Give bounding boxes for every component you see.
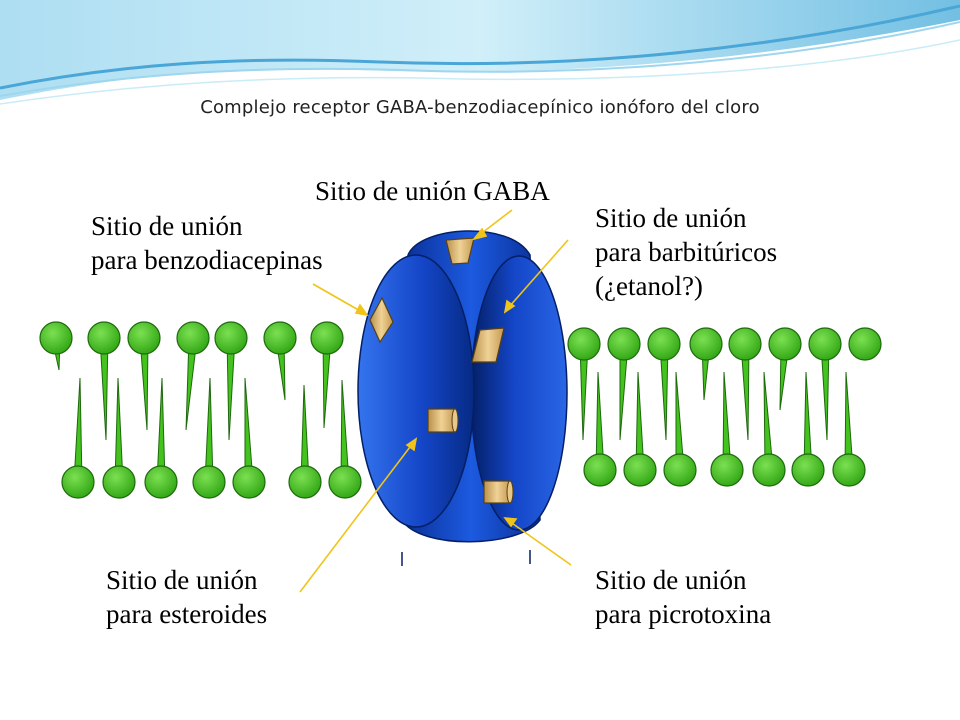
lipid-upper-right-7: [848, 327, 882, 361]
benzodiazepine-site: [369, 296, 394, 344]
lipid-lower-left-1: [102, 377, 136, 499]
lipid-head: [144, 465, 178, 499]
lipid-lower-right-0: [583, 371, 617, 487]
gaba-site: [445, 237, 475, 265]
lipid-head: [263, 321, 297, 355]
picrotoxin-site: [483, 480, 514, 504]
label-gaba-site: Sitio de unión GABA: [315, 174, 550, 208]
lipid-upper-left-4: [214, 321, 248, 441]
lipid-upper-left-1: [87, 321, 121, 441]
lipid-upper-left-6: [310, 321, 344, 429]
lipid-head: [848, 327, 882, 361]
lipid-upper-left-2: [127, 321, 161, 431]
binding-sites: [369, 237, 514, 504]
lipid-head: [127, 321, 161, 355]
lipid-lower-right-1: [623, 371, 657, 487]
lipid-head: [710, 453, 744, 487]
label-barb-line2: para barbitúricos: [595, 237, 778, 267]
lipid-upper-left-3: [176, 321, 210, 431]
benzodiazepine-pointer: [312, 283, 369, 317]
label-benzo-line1: Sitio de unión: [91, 211, 243, 241]
label-picrotoxin-site: Sitio de unión para picrotoxina: [595, 563, 771, 631]
header-wave: [0, 0, 960, 105]
lipid-upper-left-0: [39, 321, 73, 371]
lipid-lower-left-6: [328, 379, 362, 499]
lipid-head: [607, 327, 641, 361]
lipid-head: [87, 321, 121, 355]
lipid-upper-left-5: [263, 321, 297, 401]
lipid-lower-left-0: [61, 377, 95, 499]
lipid-lower-right-6: [832, 371, 866, 487]
lipid-head: [288, 465, 322, 499]
lipid-head: [647, 327, 681, 361]
label-barbiturate-site: Sitio de unión para barbitúricos (¿etano…: [595, 201, 777, 303]
lipid-head: [623, 453, 657, 487]
lipid-lower-left-4: [232, 377, 266, 499]
lipid-head: [310, 321, 344, 355]
lipid-lower-left-2: [144, 377, 178, 499]
lipid-head: [214, 321, 248, 355]
label-gaba-text: Sitio de unión GABA: [315, 176, 550, 206]
lipid-lower-left-5: [288, 384, 322, 499]
pointer-lines: [299, 209, 572, 593]
lipid-head: [192, 465, 226, 499]
picrotoxin-pointer: [503, 517, 572, 566]
lipid-head: [176, 321, 210, 355]
steroid-pointer: [299, 437, 418, 593]
lipid-head: [728, 327, 762, 361]
lipid-upper-right-1: [607, 327, 641, 441]
lipid-lower-right-3: [710, 371, 744, 487]
label-picro-line2: para picrotoxina: [595, 599, 772, 629]
lipid-bilayer: [39, 321, 882, 499]
label-steroid-site: Sitio de unión para esteroides: [106, 563, 267, 631]
lipid-head: [328, 465, 362, 499]
lipid-head: [39, 321, 73, 355]
lipid-head: [663, 453, 697, 487]
lipid-head: [567, 327, 601, 361]
lipid-lower-right-4: [752, 371, 786, 487]
lipid-upper-right-5: [768, 327, 802, 411]
lipid-head: [768, 327, 802, 361]
channel-left-subunit: [357, 254, 475, 528]
lipid-upper-right-3: [689, 327, 723, 401]
lipid-upper-right-2: [647, 327, 681, 441]
lipid-head: [583, 453, 617, 487]
lipid-head: [232, 465, 266, 499]
lipid-head: [61, 465, 95, 499]
lipid-lower-left-3: [192, 377, 226, 499]
lipid-upper-right-4: [728, 327, 762, 441]
chloride-channel: [357, 230, 568, 566]
slide-title: Complejo receptor GABA-benzodiacepínico …: [200, 97, 760, 118]
label-benzo-line2: para benzodiacepinas: [91, 245, 323, 275]
steroid-site: [427, 408, 459, 433]
lipid-upper-right-0: [567, 327, 601, 441]
lipid-head: [808, 327, 842, 361]
lipid-lower-right-5: [791, 371, 825, 487]
lipid-head: [689, 327, 723, 361]
lipid-upper-right-6: [808, 327, 842, 441]
label-ster-line1: Sitio de unión: [106, 565, 258, 595]
gaba-pointer: [471, 209, 513, 241]
label-ster-line2: para esteroides: [106, 599, 268, 629]
barbiturate-pointer: [503, 239, 569, 314]
label-barb-line1: Sitio de unión: [595, 203, 747, 233]
lipid-head: [832, 453, 866, 487]
lipid-head: [752, 453, 786, 487]
label-picro-line1: Sitio de unión: [595, 565, 747, 595]
label-benzodiazepine-site: Sitio de unión para benzodiacepinas: [91, 209, 323, 277]
label-barb-line3: (¿etanol?): [595, 271, 703, 301]
lipid-lower-right-2: [663, 371, 697, 487]
lipid-head: [102, 465, 136, 499]
lipid-head: [791, 453, 825, 487]
barbiturate-site: [471, 327, 505, 363]
